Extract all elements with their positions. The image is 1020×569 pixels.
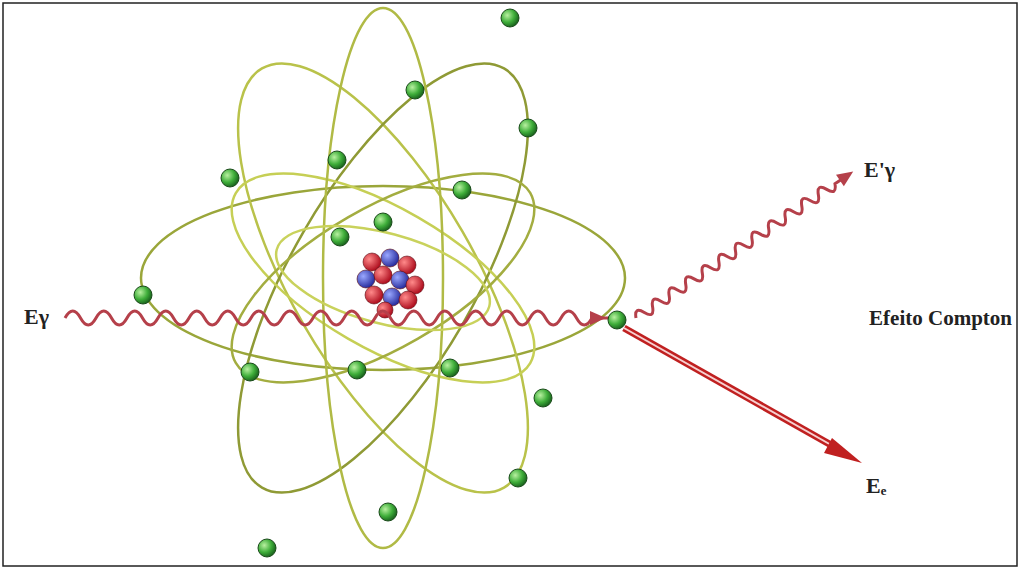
frame — [3, 3, 1017, 566]
photon-energy-label: Eγ — [24, 305, 49, 329]
recoil-electron-arrow — [624, 328, 862, 463]
scattered-photon-label: E'γ — [864, 158, 895, 182]
electron-energy-label: Eₑ — [866, 474, 886, 498]
incoming-photon — [65, 311, 612, 325]
effect-title-label: Efeito Compton — [869, 307, 1012, 330]
scattered-photon — [632, 166, 857, 324]
orbits — [141, 8, 625, 548]
nucleus — [357, 249, 424, 318]
electrons — [134, 9, 626, 557]
